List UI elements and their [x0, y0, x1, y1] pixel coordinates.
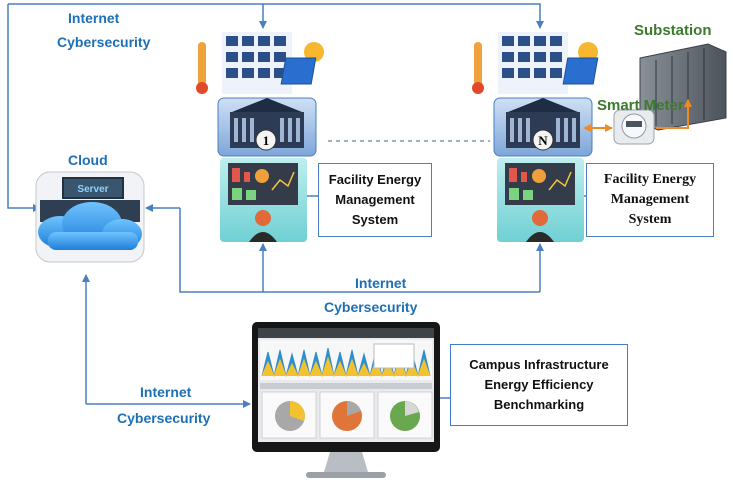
connector-lines — [7, 3, 586, 408]
connector-top-to-building-1 — [8, 3, 267, 29]
smart-meter-icon — [613, 109, 655, 145]
cybersecurity-label-mid: Cybersecurity — [324, 299, 418, 315]
fems-1-line2: Management — [335, 192, 415, 207]
operator-avatar — [255, 210, 271, 226]
campus-dashboard-monitor — [252, 322, 440, 478]
fems-n-line3: System — [628, 212, 672, 227]
building-1-number: 1 — [263, 133, 270, 148]
substation-label: Substation — [634, 22, 712, 39]
connector-top-to-cloud — [7, 4, 41, 212]
internet-label-top: Internet — [68, 10, 120, 26]
sun-icon — [578, 42, 598, 62]
internet-label-mid: Internet — [355, 275, 407, 291]
fems-n-box: Facility Energy Management System — [586, 163, 714, 237]
benchmarking-line1: Campus Infrastructure — [469, 357, 609, 372]
cloud-screen-text: Server — [77, 184, 108, 195]
cybersecurity-label-bottom: Cybersecurity — [117, 410, 211, 426]
fems-1-line1: Facility Energy — [328, 172, 422, 187]
fems-1-box: Facility Energy Management System — [318, 163, 432, 237]
fems-n-line2: Management — [610, 192, 690, 207]
fems-n-line1: Facility Energy — [603, 172, 697, 187]
benchmarking-box: Campus Infrastructure Energy Efficiency … — [450, 344, 628, 426]
fems-1-line3: System — [351, 212, 399, 227]
cloud-label: Cloud — [68, 152, 108, 168]
benchmarking-line2: Energy Efficiency — [484, 377, 594, 392]
smart-meter-arrows — [583, 99, 692, 132]
cybersecurity-label-top: Cybersecurity — [57, 34, 151, 50]
building-n-group: N — [472, 32, 599, 242]
operator-avatar — [532, 210, 548, 226]
connector-mid-loop — [179, 208, 540, 293]
thermometer-icon — [198, 42, 206, 86]
building-n-number: N — [538, 133, 548, 148]
thermometer-icon — [474, 42, 482, 86]
solar-panel-icon — [280, 57, 317, 85]
connector-top-to-building-n — [263, 3, 544, 29]
smart-meter-label: Smart Meter — [597, 97, 684, 114]
benchmarking-line3: Benchmarking — [493, 397, 585, 412]
internet-label-bottom: Internet — [140, 384, 192, 400]
solar-panel-icon — [562, 57, 599, 85]
sun-icon — [304, 42, 324, 62]
cloud-server-icon: Server — [35, 171, 145, 263]
building-1-group: 1 — [196, 32, 324, 242]
